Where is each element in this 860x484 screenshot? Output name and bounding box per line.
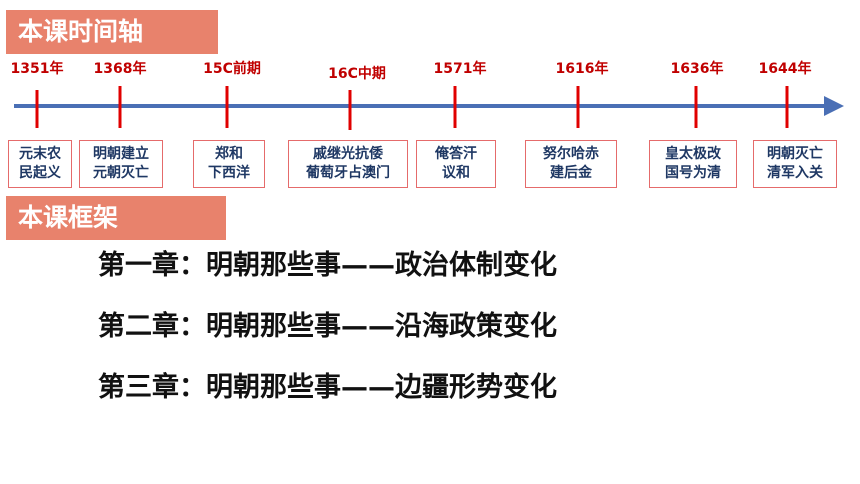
event-box: 元末农 民起义 bbox=[8, 140, 72, 188]
chapter-item: 第一章：明朝那些事——政治体制变化 bbox=[98, 250, 557, 281]
axis-arrowhead bbox=[824, 96, 844, 116]
event-box: 俺答汗 议和 bbox=[416, 140, 496, 188]
event-line: 明朝灭亡 bbox=[767, 146, 823, 162]
event-line: 民起义 bbox=[19, 165, 61, 181]
event-line: 戚继光抗倭 bbox=[313, 146, 383, 162]
event-line: 皇太极改 bbox=[665, 146, 721, 162]
year-label: 1636年 bbox=[670, 61, 724, 77]
event-line: 元朝灭亡 bbox=[93, 165, 149, 181]
event-line: 下西洋 bbox=[208, 165, 250, 181]
year-label: 1351年 bbox=[10, 61, 64, 77]
chapter-item: 第二章：明朝那些事——沿海政策变化 bbox=[98, 311, 557, 342]
event-line: 葡萄牙占澳门 bbox=[306, 165, 390, 181]
event-line: 明朝建立 bbox=[93, 146, 149, 162]
year-label: 1616年 bbox=[555, 61, 609, 77]
event-line: 议和 bbox=[442, 165, 470, 181]
chapter-item: 第三章：明朝那些事——边疆形势变化 bbox=[98, 372, 557, 403]
event-line: 努尔哈赤 bbox=[543, 146, 599, 162]
event-line: 郑和 bbox=[215, 146, 243, 162]
year-label: 1571年 bbox=[433, 61, 487, 77]
event-box: 努尔哈赤 建后金 bbox=[525, 140, 617, 188]
event-line: 俺答汗 bbox=[435, 146, 477, 162]
event-line: 国号为清 bbox=[665, 165, 721, 181]
chapter-list: 第一章：明朝那些事——政治体制变化 第二章：明朝那些事——沿海政策变化 第三章：… bbox=[98, 246, 557, 429]
year-label: 16C中期 bbox=[328, 66, 386, 82]
event-box: 明朝灭亡 清军入关 bbox=[753, 140, 837, 188]
event-box: 明朝建立 元朝灭亡 bbox=[79, 140, 163, 188]
year-label: 1368年 bbox=[93, 61, 147, 77]
framework-heading: 本课框架 bbox=[6, 196, 226, 240]
event-box: 郑和 下西洋 bbox=[193, 140, 265, 188]
event-box: 皇太极改 国号为清 bbox=[649, 140, 737, 188]
event-line: 元末农 bbox=[19, 146, 61, 162]
event-line: 建后金 bbox=[550, 165, 592, 181]
year-label: 1644年 bbox=[758, 61, 812, 77]
event-line: 清军入关 bbox=[767, 165, 823, 181]
timeline-heading: 本课时间轴 bbox=[6, 10, 218, 54]
event-box: 戚继光抗倭 葡萄牙占澳门 bbox=[288, 140, 408, 188]
year-label: 15C前期 bbox=[203, 61, 261, 77]
